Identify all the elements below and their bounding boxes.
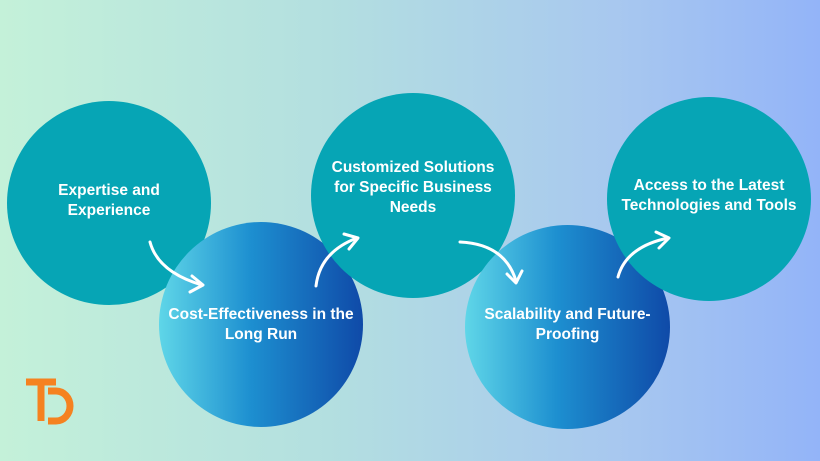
step-label-1: Expertise and Experience xyxy=(58,182,160,219)
step-circle-5: Access to the Latest Technologies and To… xyxy=(607,97,811,301)
td-logo-icon xyxy=(26,378,74,425)
step-label-3: Customized Solutions for Specific Busine… xyxy=(331,158,495,216)
step-label-5: Access to the Latest Technologies and To… xyxy=(621,177,797,214)
step-circle-1: Expertise and Experience xyxy=(7,101,211,305)
step-label-2: Cost-Effectiveness in the Long Run xyxy=(168,305,354,343)
step-label-4: Scalability and Future-Proofing xyxy=(484,306,651,343)
